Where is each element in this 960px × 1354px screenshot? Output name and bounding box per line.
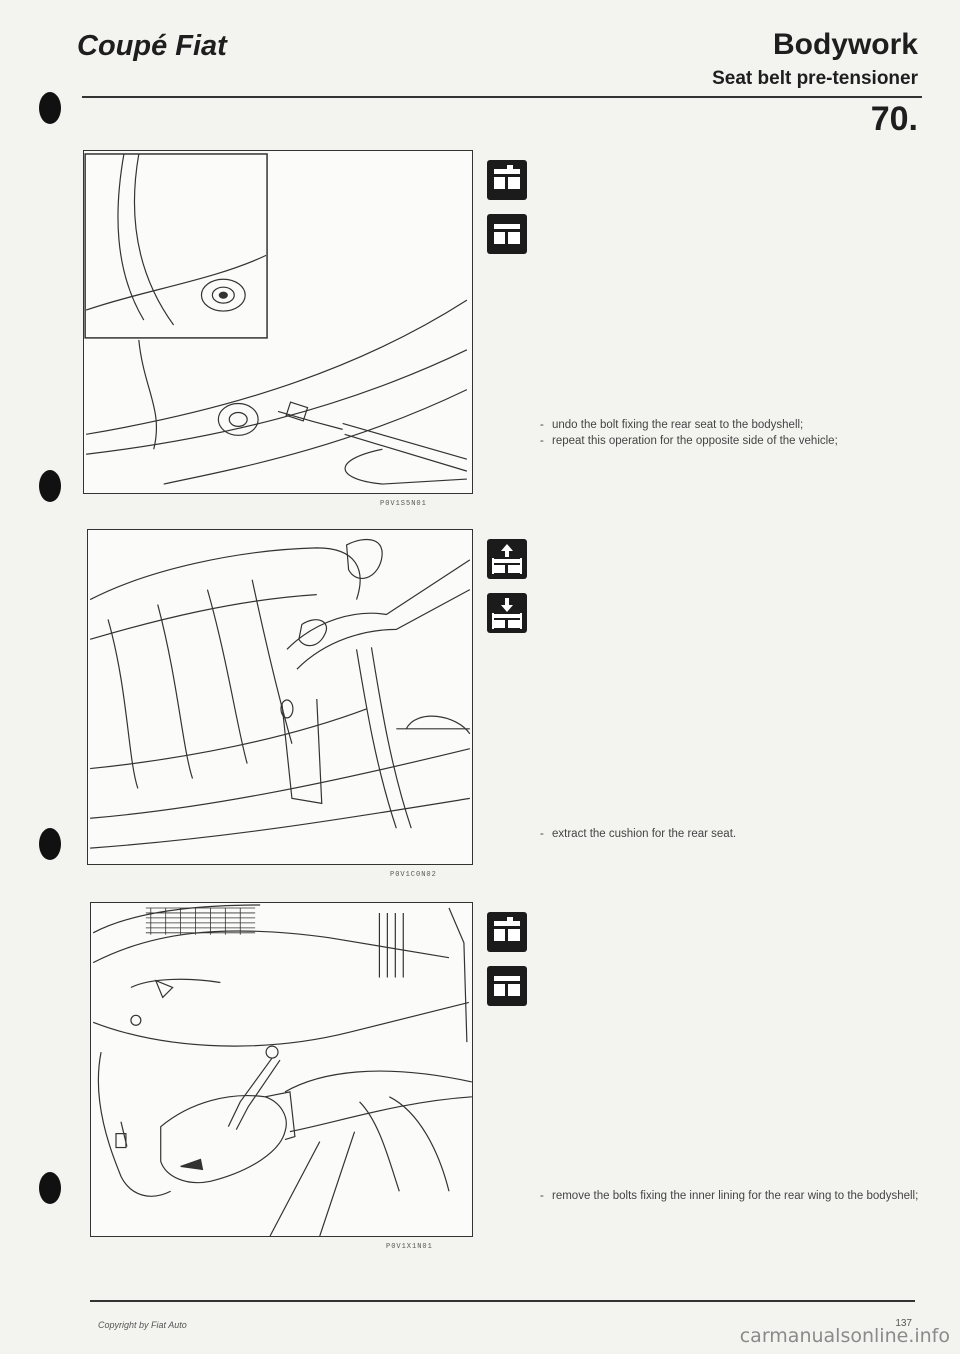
refit-icon [487, 214, 527, 254]
figure-inner-lining [90, 902, 473, 1237]
copyright-text: Copyright by Fiat Auto [98, 1320, 187, 1330]
binder-hole [39, 470, 61, 502]
figure-code: P0V1C0N02 [390, 871, 437, 879]
watermark: carmanualsonline.info [739, 1325, 950, 1347]
binder-hole [39, 1172, 61, 1204]
instruction-step-2: extract the cushion for the rear seat. [540, 826, 925, 842]
page-code: 70. [870, 100, 918, 138]
section-title: Bodywork [772, 28, 918, 61]
figure-seat-bolt [83, 150, 473, 494]
remove-icon [487, 912, 527, 952]
instruction-step-3: remove the bolts fixing the inner lining… [540, 1188, 925, 1204]
figure-code: P0V1S5N01 [380, 500, 427, 508]
binder-hole [39, 828, 61, 860]
binder-hole [39, 92, 61, 124]
page-number: 137 [895, 1318, 912, 1329]
instruction-step-1: undo the bolt fixing the rear seat to th… [540, 417, 925, 449]
header-rule [82, 96, 922, 98]
figure-code: P0V1X1N01 [386, 1243, 433, 1251]
brand-title: Coupé Fiat [77, 30, 227, 62]
instruction-item: extract the cushion for the rear seat. [540, 826, 925, 842]
figure-rear-cushion [87, 529, 473, 865]
instruction-item: repeat this operation for the opposite s… [540, 433, 925, 449]
remove-icon [487, 160, 527, 200]
lower-in-icon [487, 593, 527, 633]
instruction-item: remove the bolts fixing the inner lining… [540, 1188, 925, 1204]
subsection-title: Seat belt pre-tensioner [712, 68, 918, 89]
lift-out-icon [487, 539, 527, 579]
footer-rule [90, 1300, 915, 1302]
instruction-item: undo the bolt fixing the rear seat to th… [540, 417, 925, 433]
refit-icon [487, 966, 527, 1006]
